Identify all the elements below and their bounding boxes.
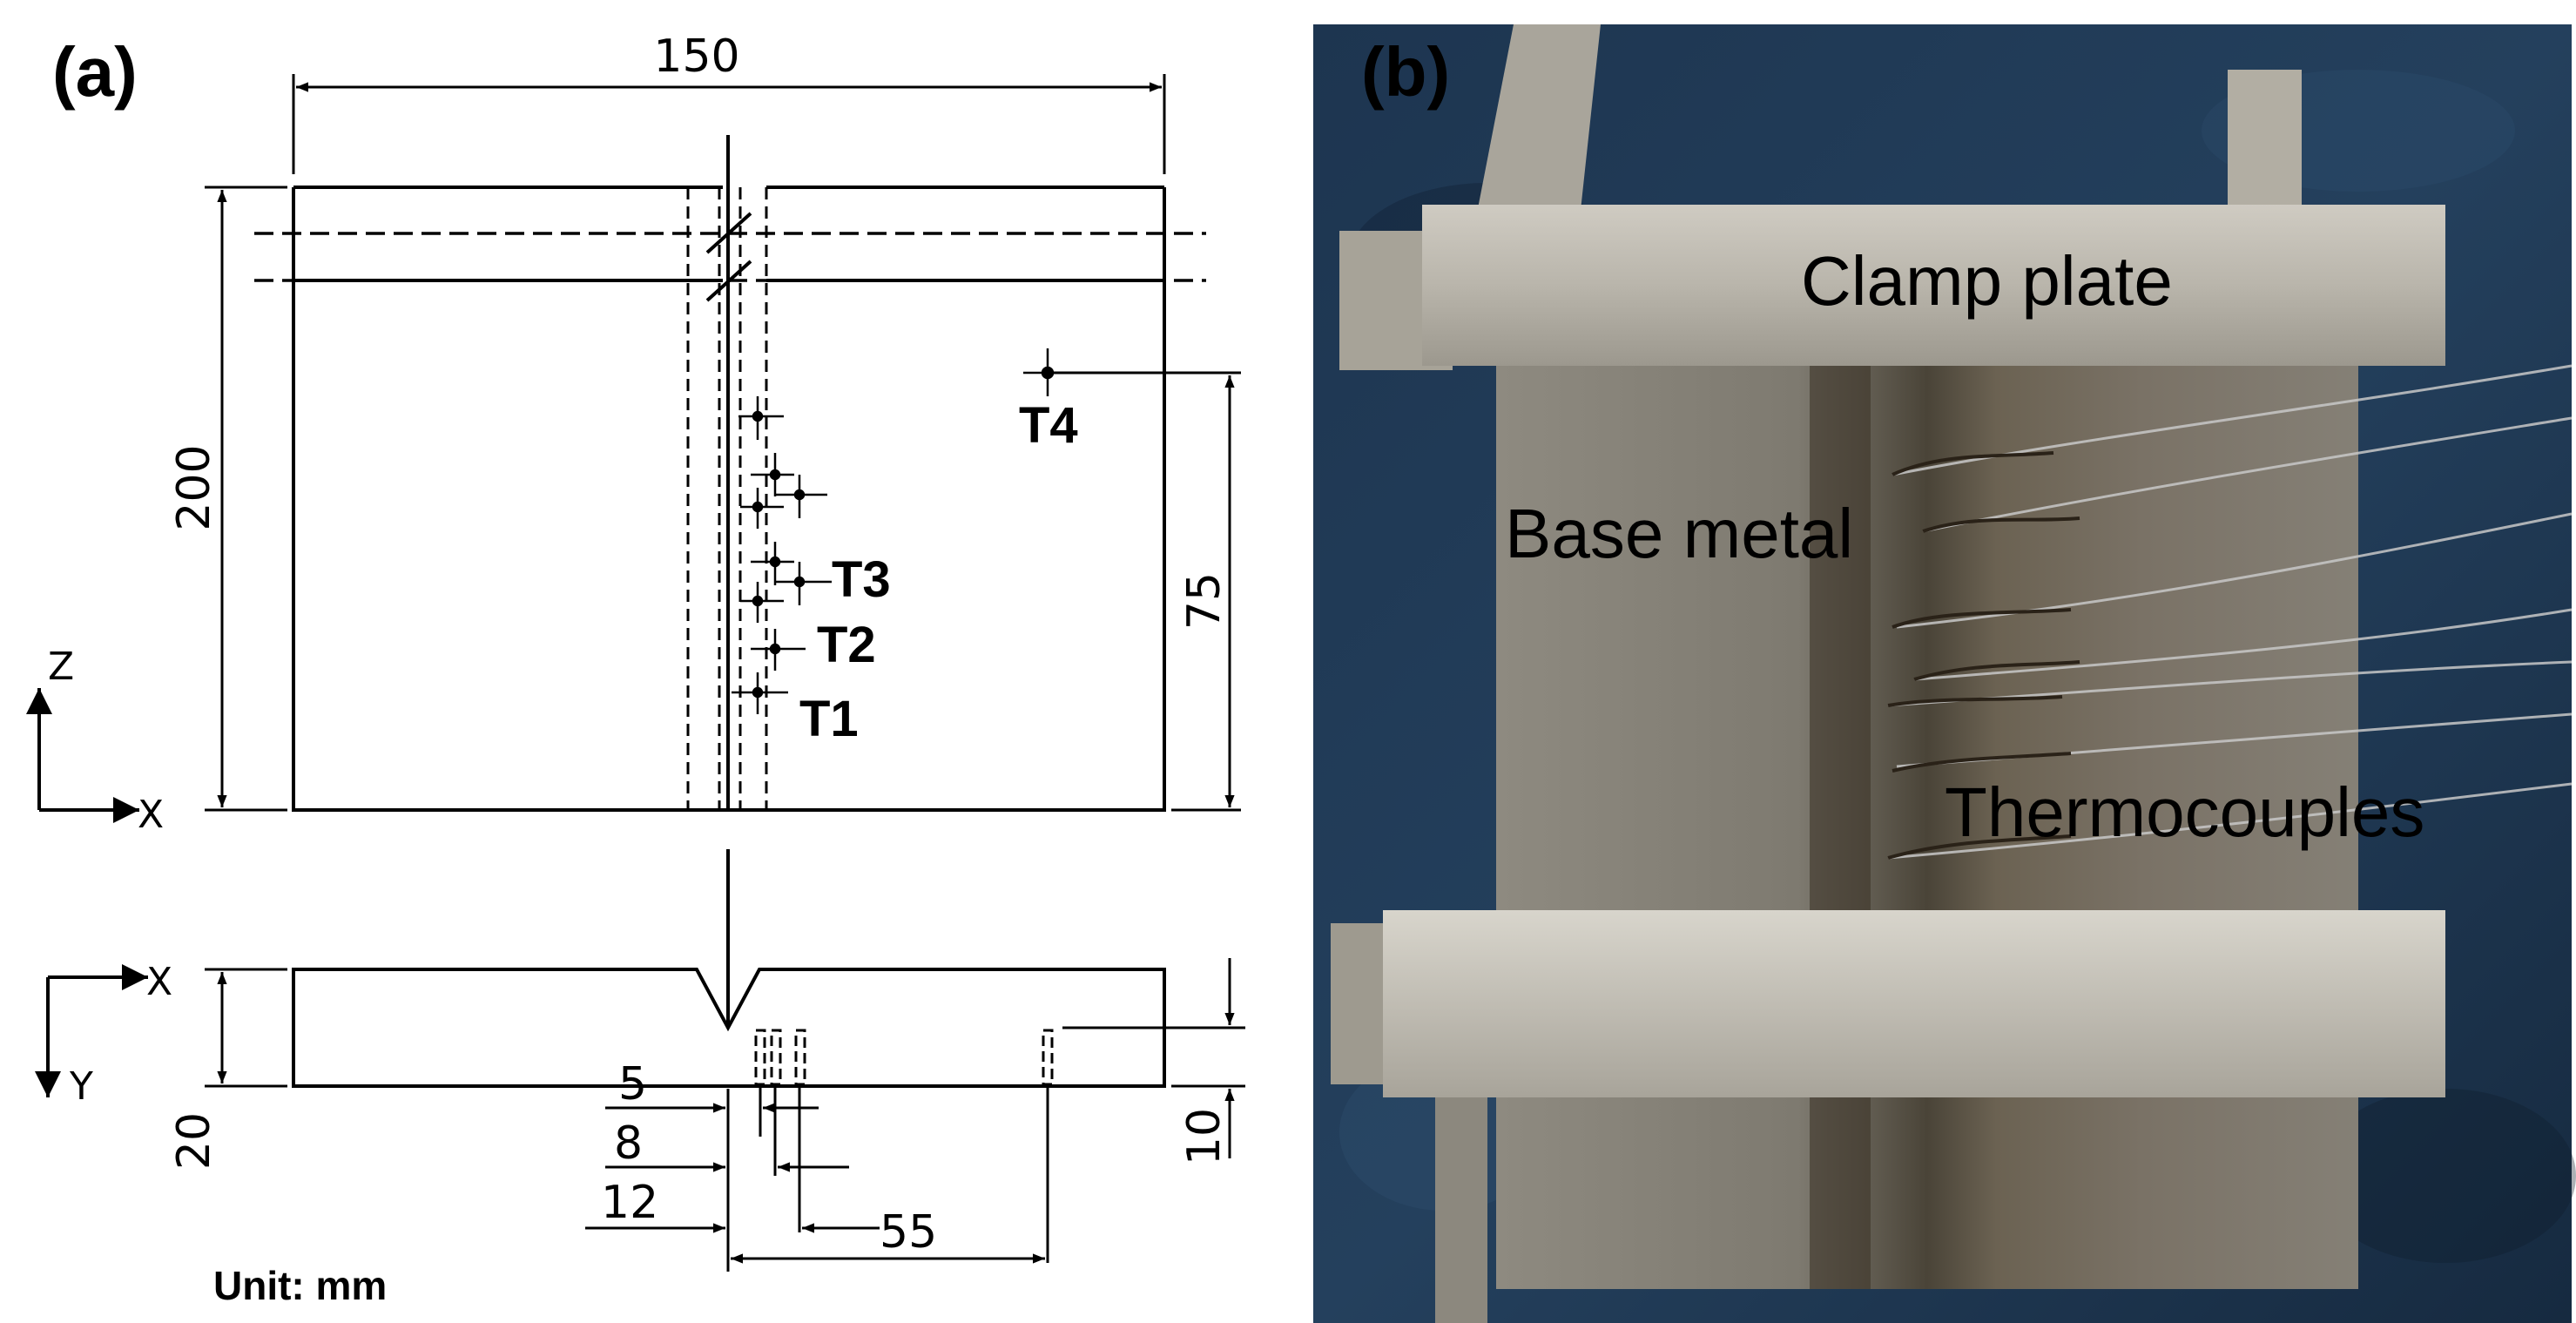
top-clamp-plate	[1422, 205, 2445, 366]
t1-label: T1	[799, 691, 859, 747]
dim-height-label: 200	[168, 444, 220, 530]
dim-12-label: 12	[601, 1177, 658, 1229]
unit-label: Unit: mm	[213, 1263, 387, 1308]
tc-marker	[751, 453, 794, 496]
tc-marker	[740, 488, 784, 529]
bottom-support-leg	[1435, 1097, 1487, 1323]
dimension-t4-height	[1049, 371, 1241, 812]
tc-hole	[770, 1029, 782, 1086]
tc-hole	[1042, 1029, 1054, 1086]
tc-marker-t4	[1023, 348, 1071, 396]
weld-centerline	[705, 135, 752, 1028]
axis-x-bottom-label: X	[146, 960, 172, 1004]
tc-marker	[775, 562, 832, 605]
thermocouple-holes	[754, 1029, 1054, 1086]
tc-marker	[740, 582, 784, 623]
dim-width-label: 150	[653, 30, 739, 83]
side-view-plate	[292, 968, 1166, 1088]
dim-thickness-label: 20	[168, 1112, 220, 1170]
weld-groove-lines	[686, 187, 768, 810]
axis-z-label: Z	[48, 645, 74, 689]
tc-marker	[751, 542, 794, 585]
tc-marker	[775, 475, 827, 518]
dimension-depth	[1062, 958, 1245, 1158]
axis-y-label: Y	[69, 1064, 93, 1109]
dim-8-label: 8	[614, 1117, 643, 1170]
panel-b-label: (b)	[1361, 33, 1450, 111]
t2-label: T2	[817, 617, 876, 673]
thermocouple-markers	[732, 348, 1071, 714]
dim-depth-label: 10	[1178, 1108, 1231, 1165]
tc-marker	[751, 629, 806, 671]
clamp-plate-label: Clamp plate	[1801, 242, 2173, 320]
dim-55-label: 55	[880, 1206, 937, 1259]
axis-xy	[35, 964, 148, 1097]
axis-zx	[26, 688, 139, 823]
weld-seam	[1810, 331, 1871, 1289]
tc-marker	[732, 672, 788, 714]
dimension-width	[292, 74, 1166, 174]
technical-drawing-panel: (a) 150 200	[26, 30, 1245, 1308]
t3-label: T3	[832, 551, 891, 608]
dimension-offsets	[585, 1084, 1049, 1272]
thermocouples-label: Thermocouples	[1945, 773, 2424, 851]
dim-t4-height-label: 75	[1178, 572, 1231, 630]
tc-marker	[738, 396, 784, 440]
thermocouple-wires	[1887, 364, 2573, 860]
base-metal-label: Base metal	[1505, 495, 1853, 572]
panel-a-label: (a)	[52, 33, 138, 111]
photograph-panel: (b) Clamp plate Base metal Thermocouples	[1313, 24, 2576, 1323]
dim-5-label: 5	[618, 1058, 647, 1110]
break-lines	[254, 232, 1206, 282]
tc-hole	[754, 1029, 766, 1086]
dimension-thickness	[205, 968, 287, 1088]
tc-hole	[794, 1029, 806, 1086]
t4-label: T4	[1019, 397, 1078, 454]
support-bar-left	[1474, 24, 1601, 226]
dimension-height	[205, 186, 287, 812]
thermocouple-leads	[1887, 451, 2080, 860]
axis-x-top-label: X	[138, 793, 164, 837]
bottom-clamp-plate	[1383, 910, 2445, 1097]
base-metal-plate	[1496, 331, 2358, 1289]
